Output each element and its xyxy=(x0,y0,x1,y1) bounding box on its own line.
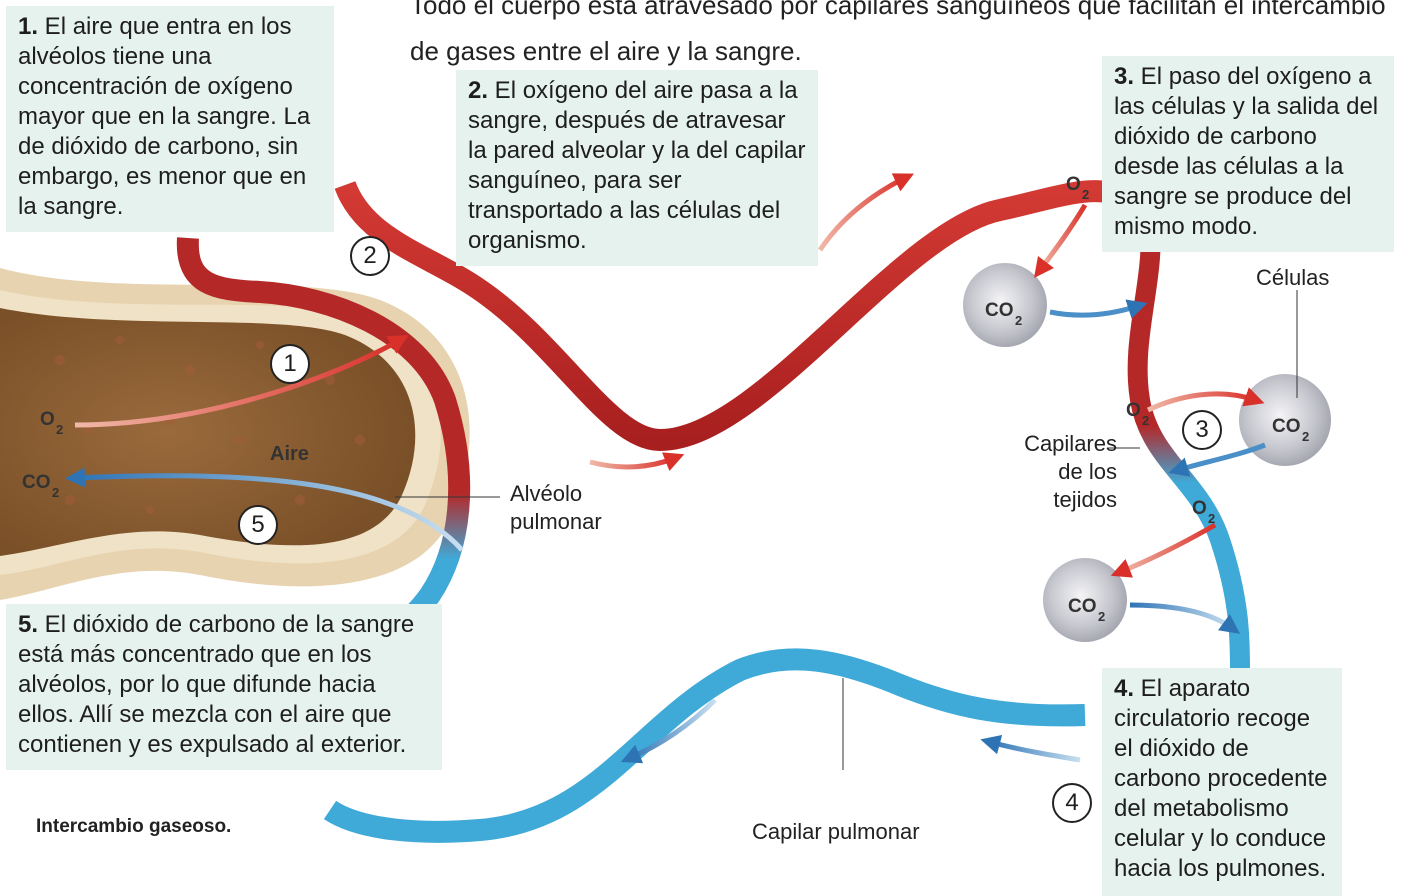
label-alveolo-pulmonar: Alvéolo pulmonar xyxy=(510,481,602,534)
label-celulas: Células xyxy=(1256,265,1330,290)
arrow-o2-cell-3 xyxy=(1110,522,1217,578)
svg-text:O: O xyxy=(1126,400,1141,421)
step-number-3: 3 xyxy=(1182,410,1222,450)
svg-text:2: 2 xyxy=(52,485,59,500)
cell-3 xyxy=(1043,558,1127,642)
arrow-co2-cell-1 xyxy=(1049,299,1148,319)
svg-text:2: 2 xyxy=(1208,511,1215,526)
deoxygenated-vessel xyxy=(323,648,1086,843)
step-number-4: 4 xyxy=(1052,783,1092,823)
cell-1 xyxy=(963,263,1047,347)
arrow-blood-flow-1 xyxy=(589,452,685,471)
svg-text:O: O xyxy=(40,409,55,430)
arrow-co2-alveolus xyxy=(65,467,464,552)
oxygenated-vessel xyxy=(334,180,1160,452)
step-number-5: 5 xyxy=(238,505,278,545)
explanation-box-4: 4. El aparato circulatorio recoge el dió… xyxy=(1102,668,1342,896)
explanation-box-5: 5. El dióxido de carbono de la sangre es… xyxy=(6,604,442,770)
label-capilar-pulmonar: Capilar pulmonar xyxy=(752,819,920,844)
label-capilares-tejidos: Capilares de los tejidos xyxy=(1024,431,1117,512)
figure-caption: Intercambio gaseoso. xyxy=(36,816,232,837)
step-number-1: 1 xyxy=(270,344,310,384)
svg-text:CO: CO xyxy=(1068,596,1097,617)
explanation-box-1: 1. El aire que entra en los alvéolos tie… xyxy=(6,6,334,232)
svg-text:2: 2 xyxy=(56,422,63,437)
explanation-box-2: 2. El oxígeno del aire pasa a la sangre,… xyxy=(456,70,818,266)
explanation-box-3: 3. El paso del oxígeno a las células y l… xyxy=(1102,56,1394,252)
svg-text:CO: CO xyxy=(1272,416,1301,437)
svg-text:CO: CO xyxy=(22,472,51,493)
arrow-return-1 xyxy=(980,734,1081,763)
arrow-co2-cell-2 xyxy=(1168,442,1266,477)
svg-text:CO: CO xyxy=(985,300,1014,321)
arrow-co2-cell-3 xyxy=(1129,602,1241,634)
svg-text:O: O xyxy=(1192,498,1207,519)
arrow-o2-alveolus xyxy=(74,335,409,428)
arrow-o2-cell-1 xyxy=(1034,203,1088,279)
svg-text:2: 2 xyxy=(1142,413,1149,428)
svg-text:2: 2 xyxy=(1082,187,1089,202)
alveolus xyxy=(0,268,470,600)
svg-text:2: 2 xyxy=(1015,313,1022,328)
svg-text:2: 2 xyxy=(1302,429,1309,444)
arrow-return-2 xyxy=(620,698,717,764)
label-aire: Aire xyxy=(270,443,309,465)
step-number-2: 2 xyxy=(350,236,390,276)
arrow-o2-cell-2 xyxy=(1146,387,1265,413)
arrow-blood-flow-2 xyxy=(817,173,914,252)
svg-text:2: 2 xyxy=(1098,609,1105,624)
intro-text: Todo el cuerpo está atravesado por capil… xyxy=(410,0,1386,66)
svg-text:O: O xyxy=(1066,174,1081,195)
